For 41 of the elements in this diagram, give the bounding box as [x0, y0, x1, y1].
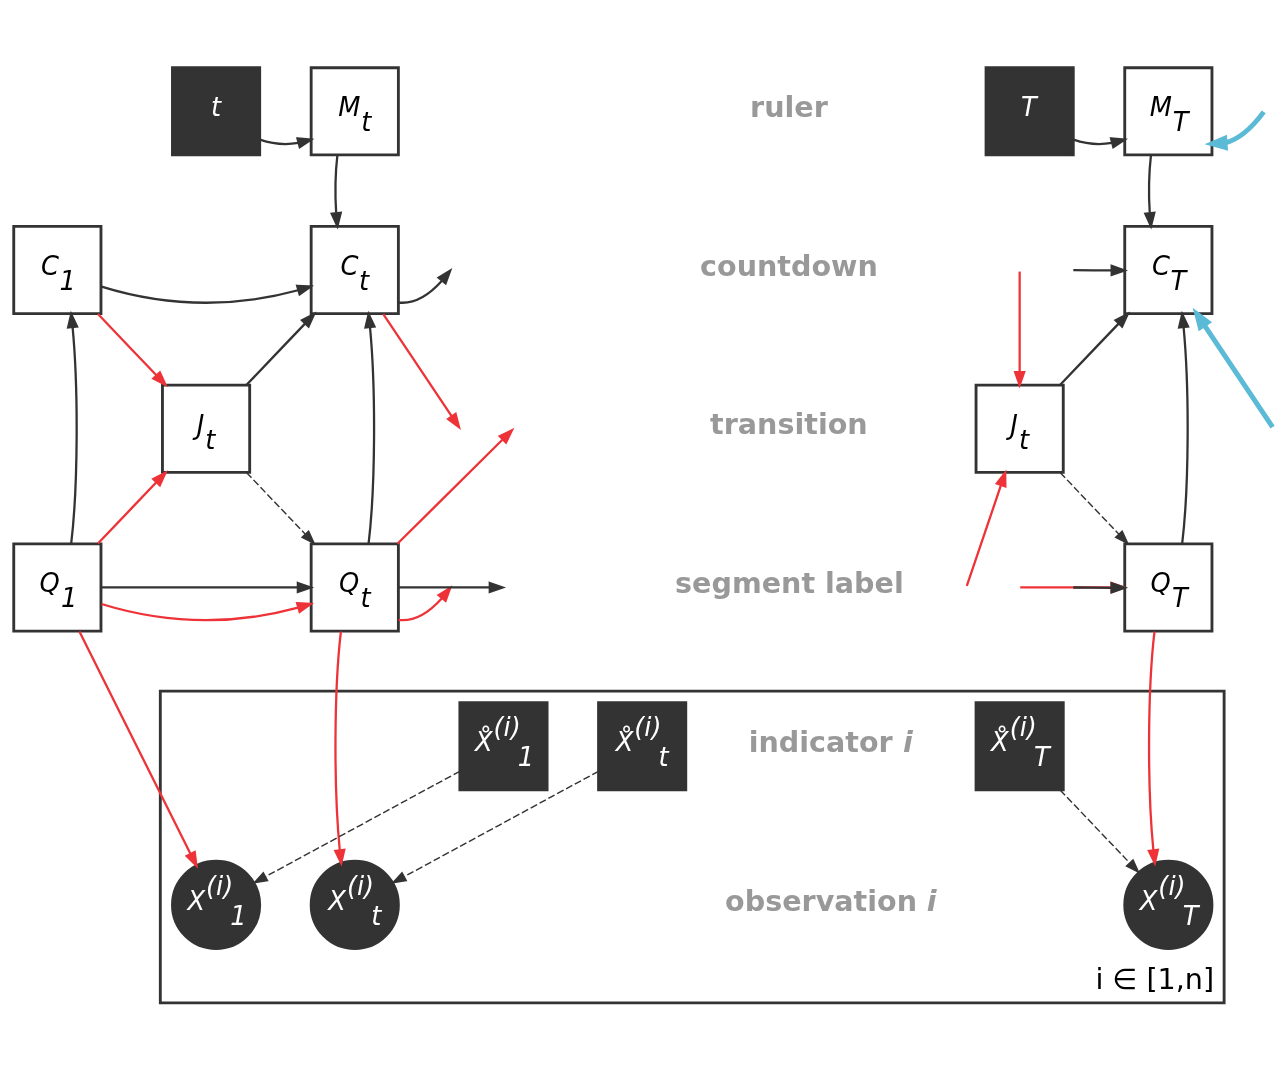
arrow: [252, 770, 461, 884]
arrow: [1073, 581, 1128, 594]
label: observation i: [725, 883, 937, 918]
arrow: [1177, 310, 1190, 544]
label: segment label: [675, 565, 904, 600]
arrow: [1059, 788, 1141, 874]
label: ruler: [750, 89, 828, 124]
arrow: [246, 471, 316, 545]
arrow: [97, 312, 168, 387]
arrow: [390, 770, 600, 884]
label: indicator i: [748, 724, 913, 759]
arrow: [66, 310, 79, 544]
label: countdown: [700, 248, 878, 283]
arrow: [101, 284, 315, 304]
arrow: [1013, 271, 1026, 389]
arrow: [1073, 136, 1128, 149]
arrow: [330, 154, 343, 230]
arrow: [364, 310, 377, 544]
arrow: [382, 312, 461, 430]
label: transition: [710, 406, 868, 441]
arrow: [1147, 631, 1160, 867]
arrow: [398, 267, 453, 304]
arrow: [398, 580, 507, 594]
arrow: [1073, 263, 1128, 277]
arrow: [965, 469, 1007, 586]
arrow: [333, 631, 346, 867]
arrow: [396, 427, 515, 545]
arrow: [1143, 154, 1156, 230]
arrow: [97, 469, 168, 544]
arrow: [1192, 307, 1275, 429]
arrow: [101, 601, 315, 621]
arrow: [1020, 580, 1128, 594]
arrow: [259, 136, 315, 149]
arrow: [101, 580, 315, 594]
arrow: [245, 311, 317, 386]
arrow: [1059, 471, 1130, 545]
arrow: [1059, 311, 1131, 386]
node-box: t: [171, 65, 262, 156]
node-box: T: [984, 65, 1075, 156]
arrow: [1204, 109, 1266, 151]
arrow: [78, 630, 198, 869]
